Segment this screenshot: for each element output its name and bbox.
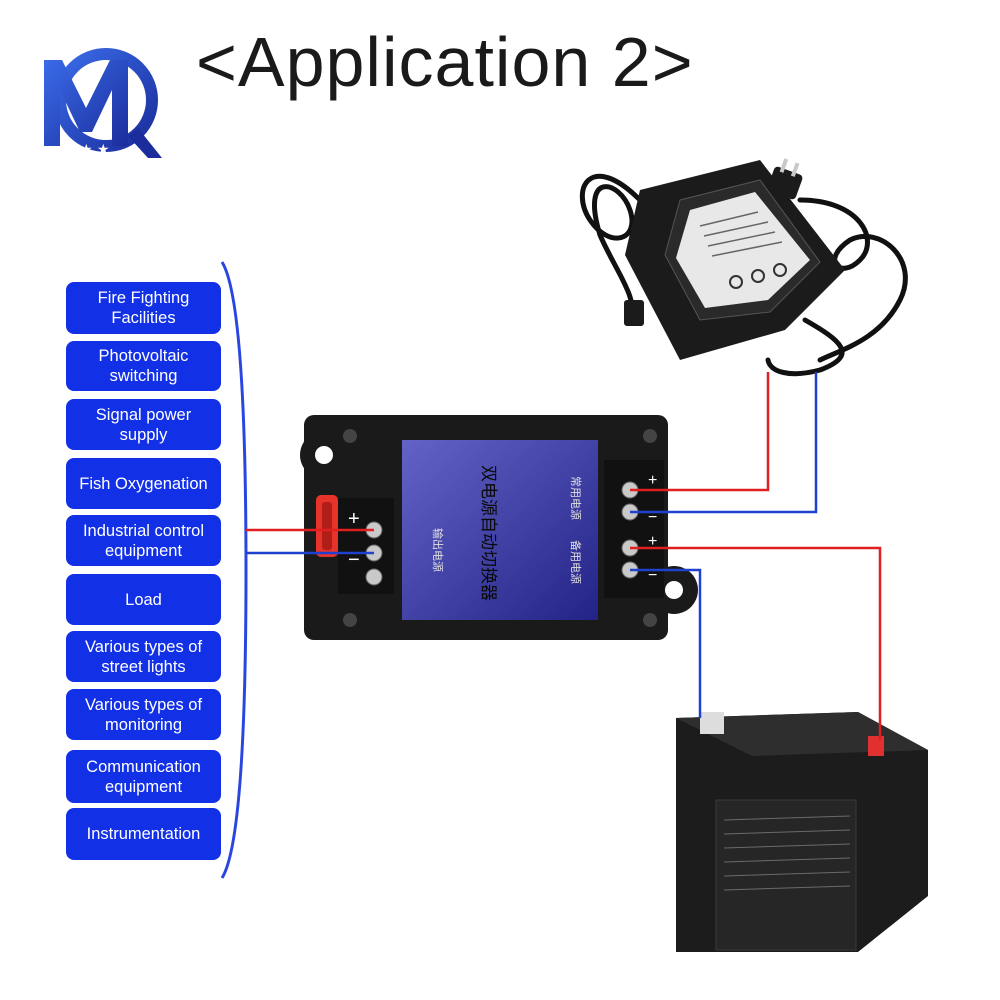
page-title: <Application 2> xyxy=(196,23,694,101)
main-positive-wire xyxy=(630,372,770,492)
backup-positive-wire xyxy=(630,546,882,740)
left-minus: − xyxy=(348,549,360,571)
right-minus-1: − xyxy=(648,509,657,526)
backup-label: 备用电源 xyxy=(569,540,583,584)
right-plus-2: + xyxy=(648,533,657,550)
app-industrial-control: Industrial control equipment xyxy=(66,515,221,566)
left-plus: + xyxy=(348,508,360,530)
app-load: Load xyxy=(66,574,221,625)
app-photovoltaic: Photovoltaic switching xyxy=(66,341,221,391)
app-fish-oxygenation: Fish Oxygenation xyxy=(66,458,221,509)
app-monitoring: Various types of monitoring xyxy=(66,689,221,740)
module-label: 双电源自动切换器 xyxy=(478,465,498,601)
app-instrumentation: Instrumentation xyxy=(66,808,221,860)
app-fire-fighting: Fire Fighting Facilities xyxy=(66,282,221,334)
brand-logo: ★ ★ xyxy=(44,48,162,158)
battery xyxy=(676,712,928,952)
app-street-lights: Various types of street lights xyxy=(66,631,221,682)
main-label: 常用电源 xyxy=(569,476,583,520)
right-plus-1: + xyxy=(648,472,657,489)
application-bracket xyxy=(220,261,248,879)
backup-negative-wire xyxy=(630,568,702,718)
svg-text:★ ★: ★ ★ xyxy=(80,142,110,158)
output-label: 输出电源 xyxy=(431,528,445,572)
app-signal-power: Signal power supply xyxy=(66,399,221,450)
power-adapter-body xyxy=(624,158,845,360)
main-negative-wire xyxy=(630,372,818,514)
right-minus-2: − xyxy=(648,567,657,584)
app-communication: Communication equipment xyxy=(66,750,221,803)
dual-power-switcher xyxy=(300,415,698,640)
power-adapter xyxy=(579,173,908,377)
